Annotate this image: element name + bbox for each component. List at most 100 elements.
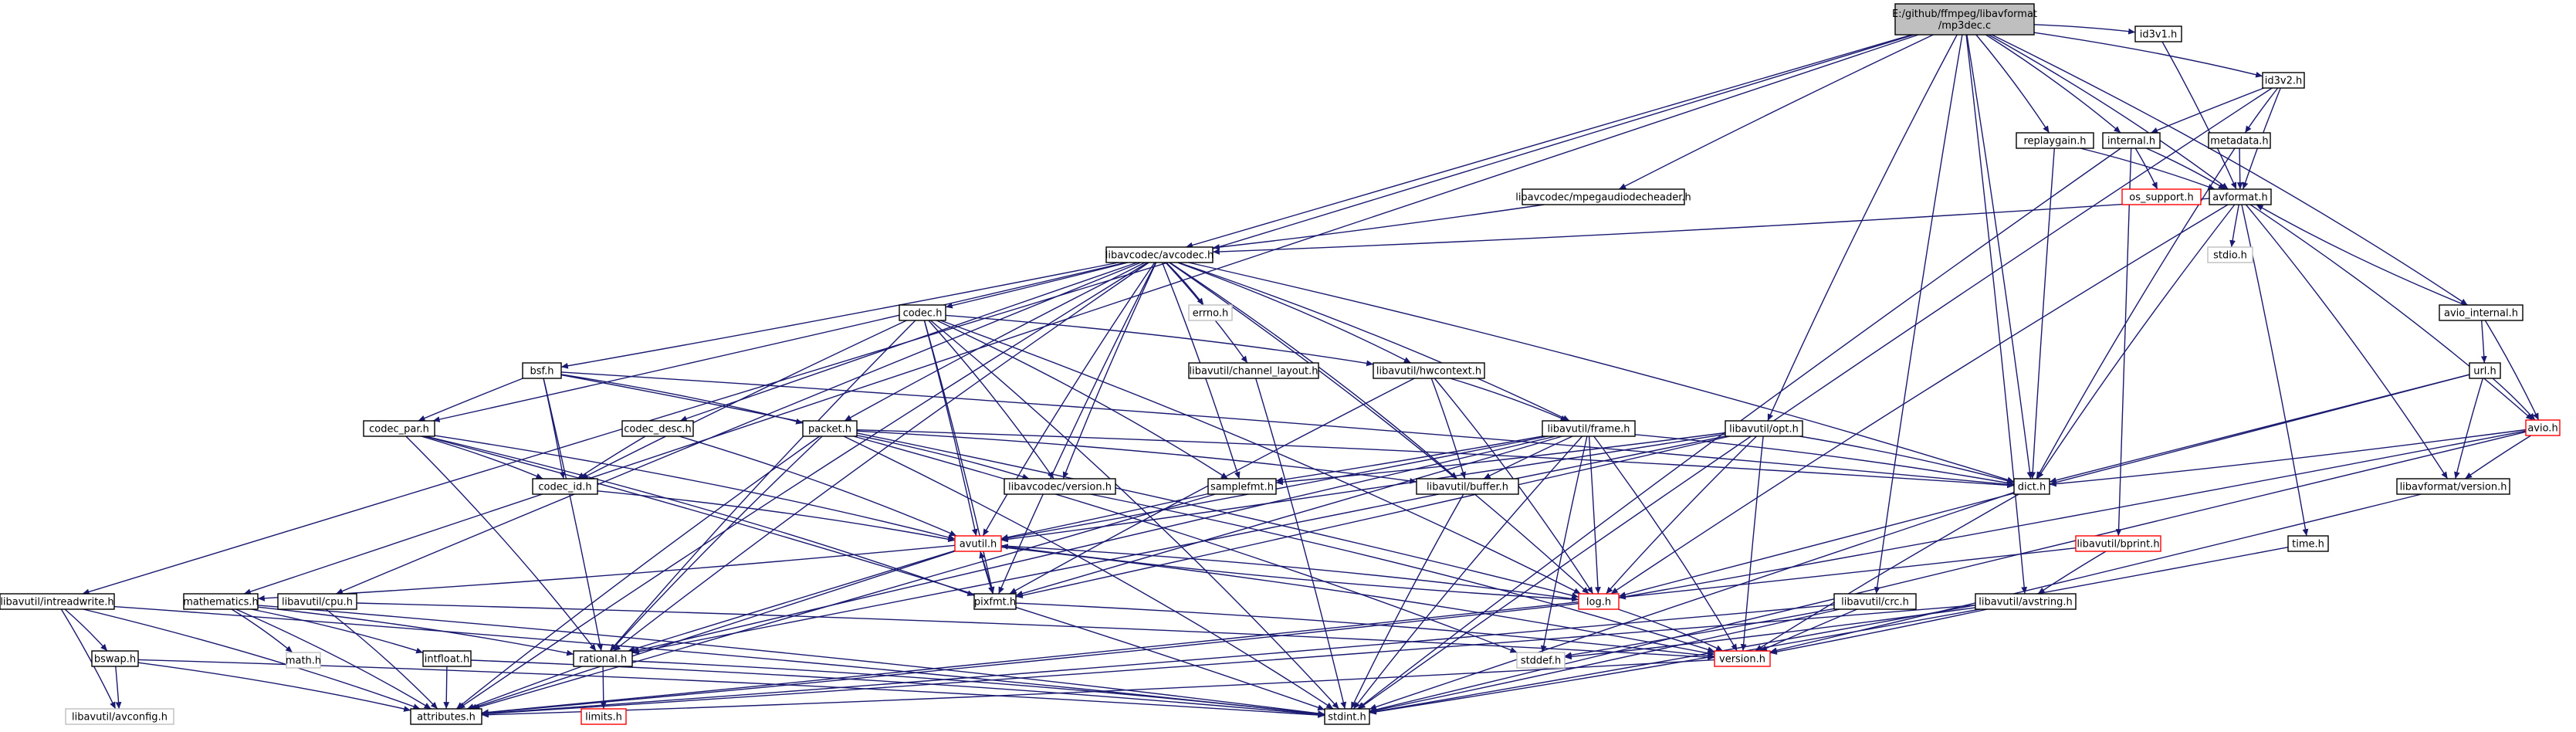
- node-avcodec[interactable]: libavcodec/avcodec.h: [1105, 246, 1214, 263]
- edge-samplefmt-to-avutil: [1000, 493, 1209, 541]
- node-id3v2[interactable]: id3v2.h: [2262, 72, 2305, 89]
- node-root[interactable]: E:/github/ffmpeg/libavformat/mp3dec.c: [1892, 3, 2037, 36]
- node-intfloat[interactable]: intfloat.h: [422, 650, 472, 667]
- node-label: internal.h: [2107, 136, 2155, 147]
- node-opt[interactable]: libavutil/opt.h: [1725, 420, 1803, 437]
- node-label: codec_id.h: [538, 482, 591, 493]
- node-avconfig[interactable]: libavutil/avconfig.h: [65, 708, 174, 725]
- edge-id3v2-to-stdint: [1358, 87, 2273, 710]
- node-replaygain[interactable]: replaygain.h: [2016, 132, 2094, 149]
- node-id3v1[interactable]: id3v1.h: [2134, 25, 2182, 42]
- node-box: [1373, 362, 1485, 379]
- edge-id3v2-to-metadata: [2244, 87, 2279, 134]
- node-label: libavcodec/avcodec.h: [1105, 250, 1214, 262]
- edge-codec_par-to-stdint: [424, 435, 1325, 711]
- edge-bswap-to-avconfig: [115, 666, 122, 710]
- node-box: [277, 593, 357, 610]
- node-lavf-version[interactable]: libavformat/version.h: [2396, 478, 2510, 495]
- node-label: avio_internal.h: [2444, 308, 2518, 320]
- node-hwcontext[interactable]: libavutil/hwcontext.h: [1373, 362, 1485, 379]
- edge-mathematics-to-rational: [257, 606, 574, 656]
- edge-root-to-dict: [1966, 34, 2033, 480]
- edge-opt-to-dict: [1799, 435, 2015, 484]
- node-label: libavutil/crc.h: [1841, 597, 1909, 608]
- node-os-support[interactable]: os_support.h: [2121, 188, 2202, 205]
- node-label: codec.h: [903, 308, 943, 320]
- edge-avformat-to-avcodec: [1212, 198, 2210, 255]
- node-samplefmt[interactable]: samplefmt.h: [1207, 478, 1277, 495]
- node-box: [286, 652, 321, 669]
- node-box: [1516, 652, 1566, 669]
- node-cpu[interactable]: libavutil/cpu.h: [277, 593, 357, 610]
- node-attributes[interactable]: attributes.h: [410, 708, 482, 725]
- node-codec-par[interactable]: codec_par.h: [363, 420, 435, 437]
- node-log[interactable]: log.h: [1578, 593, 1620, 610]
- node-codec-id[interactable]: codec_id.h: [532, 478, 598, 495]
- node-intreadwrite[interactable]: libavutil/intreadwrite.h: [0, 593, 115, 610]
- node-pixfmt[interactable]: pixfmt.h: [973, 593, 1017, 610]
- node-bswap[interactable]: bswap.h: [91, 650, 139, 667]
- node-label: mathematics.h: [183, 597, 259, 608]
- node-stddef[interactable]: stddef.h: [1516, 652, 1566, 669]
- node-label: libavutil/channel_layout.h: [1190, 366, 1318, 378]
- node-codec[interactable]: codec.h: [899, 304, 946, 321]
- node-frame[interactable]: libavutil/frame.h: [1542, 420, 1636, 437]
- node-time[interactable]: time.h: [2287, 535, 2329, 552]
- node-version[interactable]: version.h: [1714, 650, 1771, 667]
- node-box: [2262, 72, 2305, 89]
- edge-avcodec-to-codec: [945, 262, 1129, 309]
- edge-root-to-replaygain: [1975, 34, 2050, 134]
- edge-root-to-internal: [1985, 34, 2121, 134]
- node-metadata[interactable]: metadata.h: [2208, 132, 2271, 149]
- node-dict[interactable]: dict.h: [2013, 478, 2050, 495]
- edge-frame-to-stdint: [1352, 435, 1583, 710]
- edge-avcodec-to-rational: [613, 262, 1149, 652]
- node-label: time.h: [2292, 539, 2324, 551]
- node-box: [2102, 132, 2161, 149]
- node-lavc-version[interactable]: libavcodec/version.h: [1004, 478, 1116, 495]
- node-stdint[interactable]: stdint.h: [1324, 708, 1370, 725]
- node-codec-desc[interactable]: codec_desc.h: [621, 420, 694, 437]
- edge-avformat-to-lavf_version: [2245, 204, 2449, 480]
- node-mathematics[interactable]: mathematics.h: [183, 593, 259, 610]
- node-bprint[interactable]: libavutil/bprint.h: [2075, 535, 2161, 552]
- edge-avio-to-log: [1618, 430, 2527, 600]
- node-box: [1188, 304, 1233, 321]
- node-avutil[interactable]: avutil.h: [954, 535, 1002, 552]
- node-crc[interactable]: libavutil/crc.h: [1833, 593, 1917, 610]
- edge-codec-to-lavc_version: [928, 320, 1054, 480]
- edge-root-to-crc: [1874, 34, 1963, 595]
- edge-id3v2-to-internal: [2151, 87, 2264, 134]
- node-box: [1522, 188, 1685, 205]
- node-avformat[interactable]: avformat.h: [2209, 188, 2272, 205]
- node-label: url.h: [2473, 366, 2496, 378]
- node-buffer[interactable]: libavutil/buffer.h: [1416, 478, 1519, 495]
- node-errno[interactable]: errno.h: [1188, 304, 1233, 321]
- node-limits[interactable]: limits.h: [581, 708, 627, 725]
- node-internal[interactable]: internal.h: [2102, 132, 2161, 149]
- edge-avcodec-to-packet: [844, 262, 1146, 422]
- node-box: [802, 420, 858, 437]
- edge-avcodec-to-bsf: [560, 262, 1119, 369]
- node-box: [1188, 362, 1319, 379]
- edge-avstring-to-version: [1769, 608, 1988, 655]
- edge-dict-to-version: [1755, 493, 2019, 652]
- node-math[interactable]: math.h: [286, 652, 321, 669]
- node-packet[interactable]: packet.h: [802, 420, 858, 437]
- edge-codec_desc-to-codec_id: [577, 435, 646, 480]
- node-avio-internal[interactable]: avio_internal.h: [2439, 304, 2524, 321]
- node-avio[interactable]: avio.h: [2525, 419, 2561, 436]
- node-box: [2439, 304, 2524, 321]
- edge-buffer-to-stdint: [1350, 493, 1464, 710]
- node-rational[interactable]: rational.h: [573, 650, 633, 667]
- node-channel-layout[interactable]: libavutil/channel_layout.h: [1188, 362, 1319, 379]
- node-mpegaudio[interactable]: libavcodec/mpegaudiodecheader.h: [1515, 188, 1691, 205]
- edge-codec_par-to-avutil: [434, 435, 956, 541]
- node-bsf[interactable]: bsf.h: [522, 362, 562, 379]
- edge-avformat-to-stdio: [2229, 204, 2239, 248]
- node-url[interactable]: url.h: [2469, 362, 2501, 379]
- node-stdio[interactable]: stdio.h: [2207, 246, 2253, 263]
- node-avstring[interactable]: libavutil/avstring.h: [1975, 593, 2077, 610]
- edge-avcodec-to-avutil: [982, 262, 1156, 537]
- node-label: os_support.h: [2129, 192, 2194, 204]
